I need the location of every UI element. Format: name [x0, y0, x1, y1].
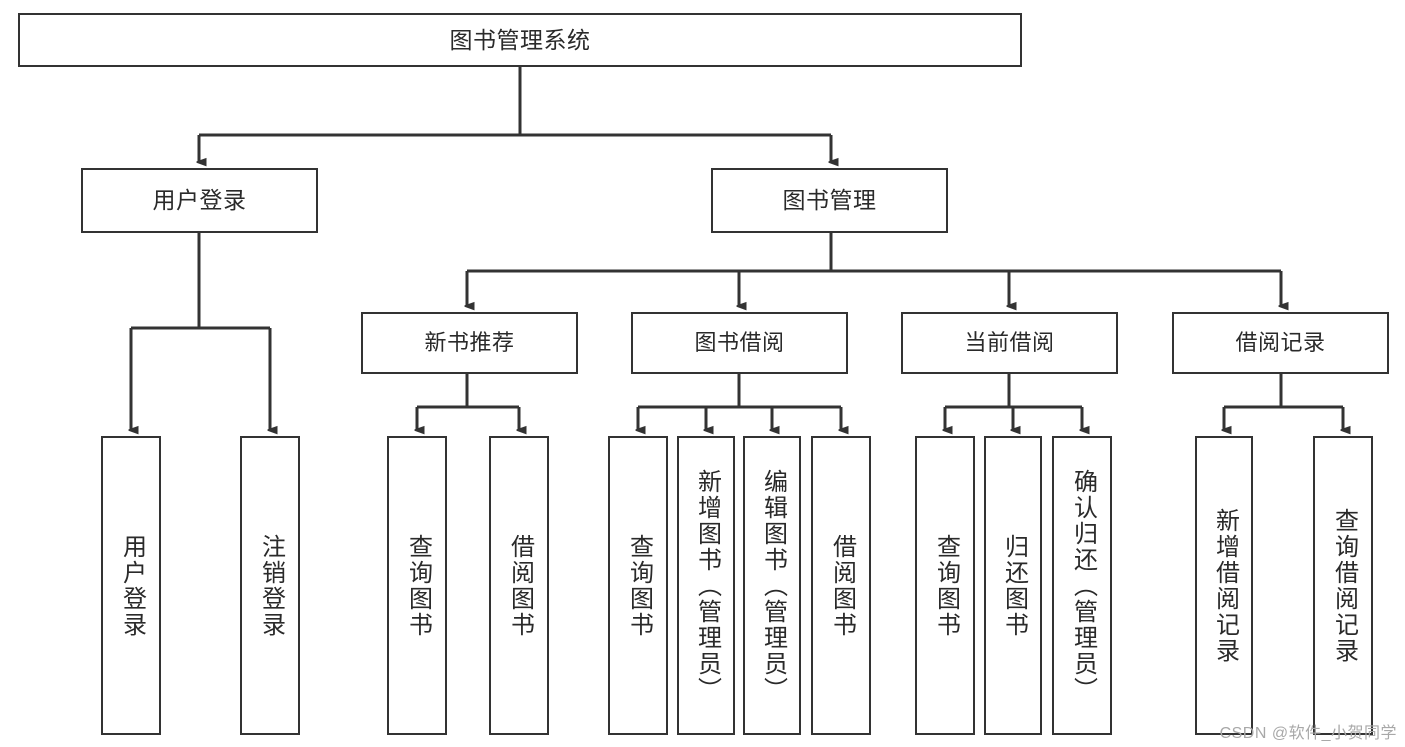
node-borrow-record-label: 借阅记录: [1235, 330, 1326, 356]
node-leaf-current-query-book[interactable]: 查询图书: [915, 436, 975, 735]
node-leaf-borrow-add-book-label: 新增图书（管理员）: [693, 468, 721, 703]
node-new-book-recommend[interactable]: 新书推荐: [361, 312, 578, 374]
node-leaf-current-confirm-return[interactable]: 确认归还（管理员）: [1052, 436, 1112, 735]
node-root-system[interactable]: 图书管理系统: [18, 13, 1022, 67]
node-leaf-borrow-add-book[interactable]: 新增图书（管理员）: [677, 436, 735, 735]
node-leaf-record-add-label: 新增借阅记录: [1211, 507, 1239, 664]
node-leaf-new-book-borrow-label: 借阅图书: [506, 533, 534, 638]
node-leaf-current-return-book-label: 归还图书: [1000, 533, 1028, 638]
node-leaf-current-return-book[interactable]: 归还图书: [984, 436, 1042, 735]
node-leaf-borrow-query-book-label: 查询图书: [625, 533, 653, 638]
node-leaf-record-query[interactable]: 查询借阅记录: [1313, 436, 1373, 735]
node-user-login-label: 用户登录: [152, 187, 247, 214]
node-leaf-new-book-query[interactable]: 查询图书: [387, 436, 447, 735]
node-new-book-recommend-label: 新书推荐: [424, 330, 515, 356]
node-leaf-borrow-edit-book[interactable]: 编辑图书（管理员）: [743, 436, 801, 735]
node-leaf-user-login-logout[interactable]: 注销登录: [240, 436, 300, 735]
node-book-management[interactable]: 图书管理: [711, 168, 948, 233]
node-borrow-record[interactable]: 借阅记录: [1172, 312, 1389, 374]
node-leaf-user-login-login[interactable]: 用户登录: [101, 436, 161, 735]
node-leaf-new-book-query-label: 查询图书: [404, 533, 432, 638]
node-leaf-borrow-borrow-book[interactable]: 借阅图书: [811, 436, 871, 735]
node-leaf-current-confirm-return-label: 确认归还（管理员）: [1069, 468, 1097, 703]
node-current-borrow-label: 当前借阅: [964, 330, 1055, 356]
node-current-borrow[interactable]: 当前借阅: [901, 312, 1118, 374]
node-book-borrow-label: 图书借阅: [694, 330, 785, 356]
node-leaf-current-query-book-label: 查询图书: [932, 533, 960, 638]
node-user-login[interactable]: 用户登录: [81, 168, 318, 233]
node-leaf-new-book-borrow[interactable]: 借阅图书: [489, 436, 549, 735]
node-leaf-record-query-label: 查询借阅记录: [1330, 507, 1358, 664]
node-leaf-borrow-edit-book-label: 编辑图书（管理员）: [759, 468, 787, 703]
node-leaf-record-add[interactable]: 新增借阅记录: [1195, 436, 1253, 735]
node-book-borrow[interactable]: 图书借阅: [631, 312, 848, 374]
node-leaf-borrow-borrow-book-label: 借阅图书: [828, 533, 856, 638]
node-book-management-label: 图书管理: [782, 187, 877, 214]
node-leaf-user-login-login-label: 用户登录: [118, 533, 146, 638]
node-leaf-borrow-query-book[interactable]: 查询图书: [608, 436, 668, 735]
node-leaf-user-login-logout-label: 注销登录: [257, 533, 285, 638]
node-root-system-label: 图书管理系统: [449, 26, 591, 53]
